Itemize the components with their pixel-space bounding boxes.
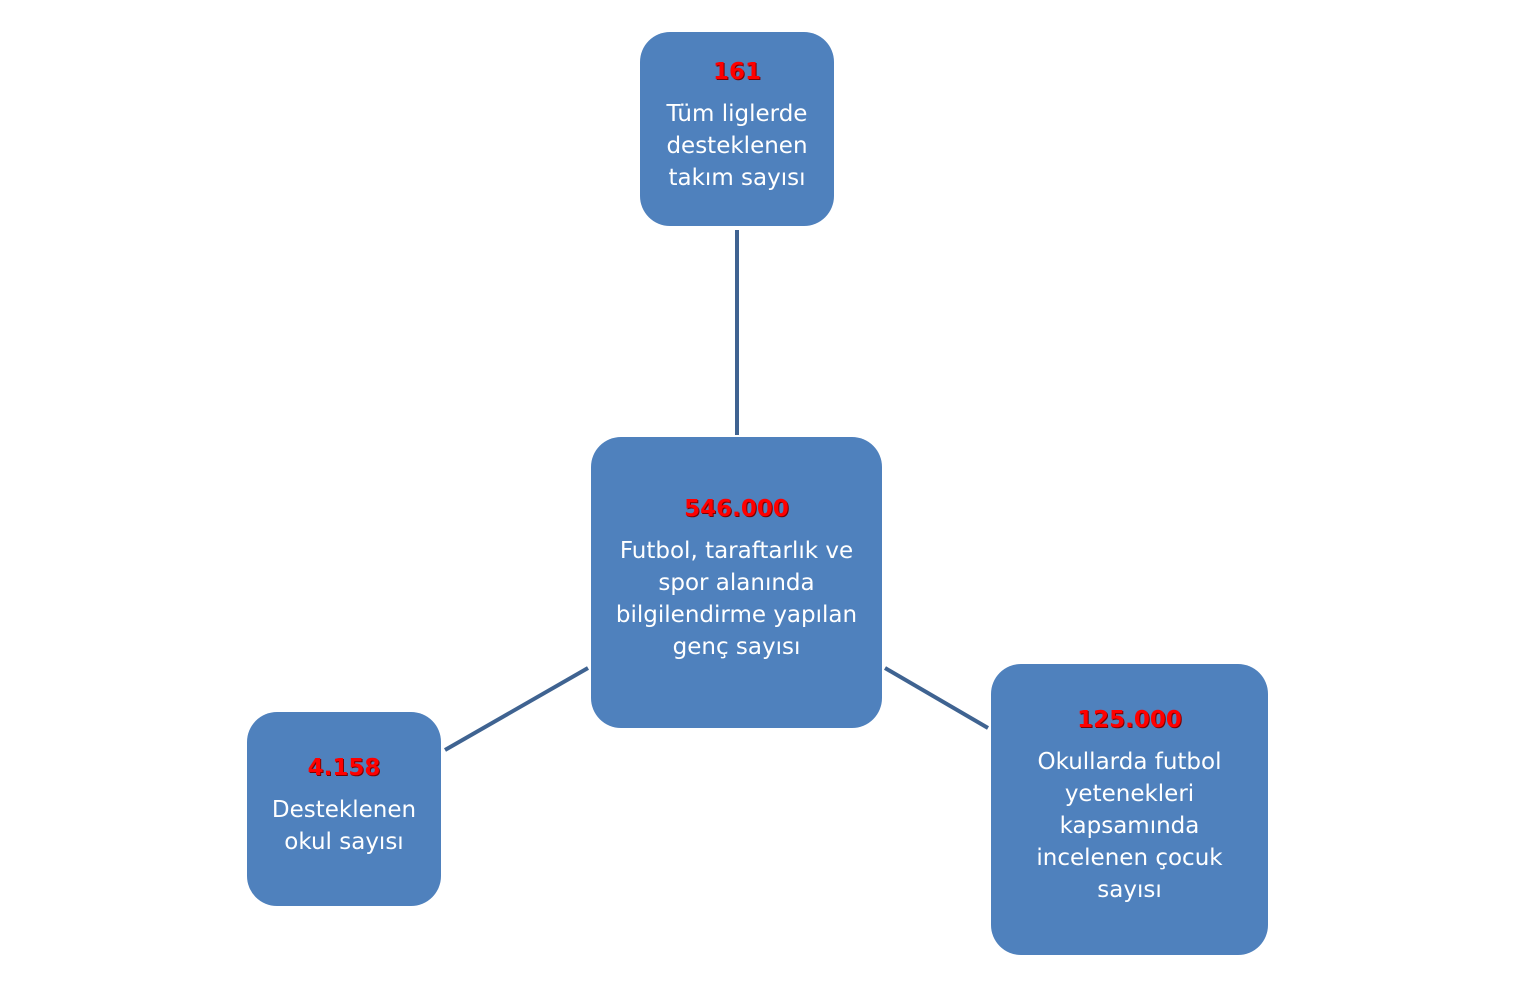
node-teams-value: 161 xyxy=(712,58,761,85)
connector-left xyxy=(444,666,589,752)
node-children-assessed-value: 125.000 xyxy=(1077,707,1182,733)
node-teams: 161 Tüm liglerde desteklenen takım sayıs… xyxy=(640,32,834,226)
node-youth-informed-value: 546.000 xyxy=(684,496,789,522)
node-children-assessed: 125.000 Okullarda futbol yetenekleri kap… xyxy=(991,664,1268,955)
node-schools-value: 4.158 xyxy=(307,754,381,781)
node-schools: 4.158 Desteklenen okul sayısı xyxy=(247,712,441,906)
node-schools-label: Desteklenen okul sayısı xyxy=(271,796,417,855)
node-youth-informed-label: Futbol, taraftarlık ve spor alanında bil… xyxy=(615,538,858,660)
node-youth-informed: 546.000 Futbol, taraftarlık ve spor alan… xyxy=(591,437,882,728)
node-children-assessed-label: Okullarda futbol yetenekleri kapsamında … xyxy=(1036,749,1223,903)
node-teams-label: Tüm liglerde desteklenen takım sayısı xyxy=(666,100,808,191)
connector-right xyxy=(883,666,990,730)
